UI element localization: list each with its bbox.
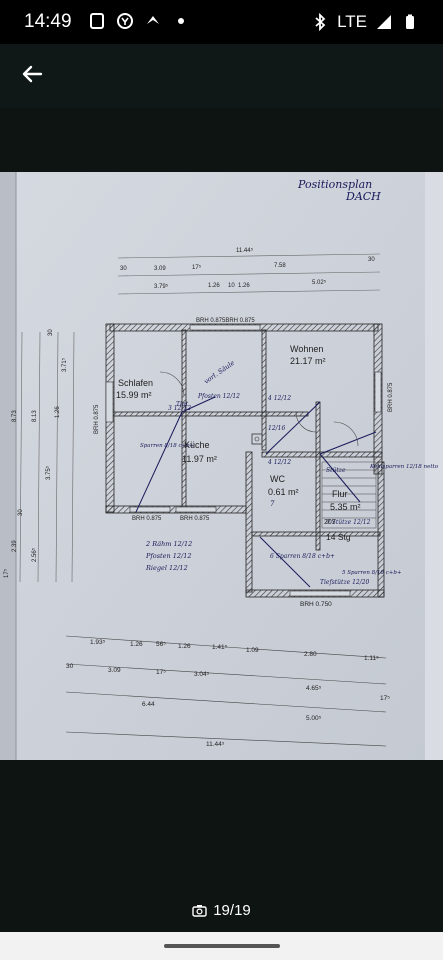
arrow-back-icon xyxy=(22,65,43,83)
annotation-riegel: Riegel 12/12 xyxy=(145,564,188,572)
dim-left-l2: 8.13 xyxy=(32,410,38,422)
room-wc-label: WC xyxy=(270,474,285,484)
dim-bottom-r2-4: 4.65⁵ xyxy=(306,685,322,692)
dim-top-d10: 5.02⁵ xyxy=(312,279,327,286)
annotation-stuetze: Stütze xyxy=(326,467,346,474)
image-counter-text: 19/19 xyxy=(213,902,251,919)
brh-bottom-right: BRH 0.750 xyxy=(300,601,332,608)
plan-header-note: Positionsplan xyxy=(297,178,372,191)
annotation-kehlsparren: Kehlsparren 12/18 netto xyxy=(369,464,439,470)
room-kueche-area: 11.97 m² xyxy=(182,454,217,464)
dim-left-l5: 3.75⁵ xyxy=(45,465,52,480)
photo-viewer-image[interactable]: Positionsplan DACH 11.44⁵ 30 3.09 17⁵ 7.… xyxy=(0,172,443,760)
dim-bottom-r1-0: 1.93⁵ xyxy=(90,639,106,646)
back-button[interactable] xyxy=(14,56,50,92)
dim-left-l7: 2.56⁵ xyxy=(31,547,38,562)
vpn-icon xyxy=(117,13,133,29)
dim-bottom-r1-5: 1.09 xyxy=(246,647,259,654)
annotation-4: 4 12/12 xyxy=(267,395,291,402)
brh-top: BRH 0.875BRH 0.875 xyxy=(196,318,255,324)
plan-header-note2: DACH xyxy=(345,190,381,203)
dim-top-d9: 1.26 xyxy=(238,283,250,289)
dim-left-l3: 3.71⁵ xyxy=(61,357,68,372)
dim-bottom-r3-0: 6.44 xyxy=(142,701,155,708)
signal-icon xyxy=(377,15,391,29)
dim-left-l4: 1.26 xyxy=(55,406,61,418)
notification-dot-icon xyxy=(178,18,184,24)
screenshot-icon xyxy=(90,13,104,29)
dim-left-l1: 8.73 xyxy=(12,410,18,422)
brh-bottom-mid: BRH 0.875 xyxy=(180,516,210,522)
annotation-pfosten-2: Pfosten 12/12 xyxy=(145,552,191,560)
dim-bottom-r1-6: 2.80 xyxy=(304,651,317,658)
room-flur-area: 5.35 m² xyxy=(330,502,361,512)
dim-bottom-r1-1: 1.26 xyxy=(130,641,143,648)
annotation-4b: 4 12/12 xyxy=(267,459,291,466)
room-kueche-label: Küche xyxy=(184,440,210,450)
image-counter: 19/19 xyxy=(0,902,443,919)
annotation-sparren-6: 6 Sparren 8/18 c+b+ xyxy=(270,553,335,560)
dim-top-total: 11.44⁵ xyxy=(236,247,254,254)
annotation-sparren-1: Sparren 8/18 c+b+ xyxy=(140,443,195,449)
dim-bottom-r2-5: 17⁵ xyxy=(380,695,390,702)
status-bar: 14:49 LTE xyxy=(0,0,443,44)
room-schlafen-label: Schlafen xyxy=(118,378,153,388)
dim-bottom-r2-1: 3.09 xyxy=(108,667,121,674)
annotation-pfosten: Pfosten 12/12 xyxy=(197,393,240,400)
dim-bottom-r1-2: 56⁵ xyxy=(156,641,166,648)
dim-bottom-r1-3: 1.26 xyxy=(178,643,191,650)
room-schlafen-area: 15.99 m² xyxy=(116,390,152,400)
dim-bottom-r2-2: 17⁵ xyxy=(156,669,166,676)
network-type: LTE xyxy=(337,12,367,31)
brh-left: BRH 0.875 xyxy=(94,404,100,434)
data-saver-icon xyxy=(147,16,159,24)
dim-top-d4: 7.58 xyxy=(274,263,286,269)
dim-left-l9: 17⁵ xyxy=(3,568,10,578)
dim-left-l10: 30 xyxy=(48,329,54,336)
camera-icon xyxy=(192,905,207,917)
dim-bottom-r2-0: 30 xyxy=(66,663,74,670)
annotation-207: 207 xyxy=(324,519,336,526)
dim-left-l8: 30 xyxy=(18,509,24,516)
room-stg-label: 14 Stg xyxy=(326,532,351,542)
dim-top-d2: 3.09 xyxy=(154,266,166,272)
home-gesture-handle[interactable] xyxy=(164,944,280,948)
dim-top-d7: 1.26 xyxy=(208,283,220,289)
bluetooth-icon xyxy=(315,13,326,31)
room-wc-area: 0.61 m² xyxy=(268,487,299,497)
annotation-raehm: 2 Rähm 12/12 xyxy=(145,540,192,548)
dim-top-d3: 17⁵ xyxy=(192,264,202,271)
brh-right: BRH 0.875 xyxy=(388,382,394,412)
room-wohnen-label: Wohnen xyxy=(290,344,323,354)
status-time: 14:49 xyxy=(24,11,72,32)
battery-icon xyxy=(406,14,414,29)
navigation-bar xyxy=(0,932,443,960)
app-bar xyxy=(0,44,443,108)
room-flur-label: Flur xyxy=(332,489,348,499)
annotation-sparren-5: 5 Sparren 8/18 c+b+ xyxy=(342,570,402,576)
dim-bottom-r3-1: 5.00⁵ xyxy=(306,715,322,722)
dim-bottom-r1-4: 1.41⁵ xyxy=(212,644,228,651)
dim-bottom-r2-3: 3.04⁵ xyxy=(194,671,210,678)
annotation-stuetze-9: 9 Stütze 12/12 xyxy=(326,519,371,526)
status-icons-right: LTE xyxy=(311,12,419,32)
dim-top-d6: 3.79⁵ xyxy=(154,283,169,290)
annotation-tiefstuetze: Tiefstütze 12/20 xyxy=(320,579,370,586)
brh-bottom-left: BRH 0.875 xyxy=(132,516,162,522)
floor-plan-drawing: Positionsplan DACH 11.44⁵ 30 3.09 17⁵ 7.… xyxy=(0,172,443,760)
dim-top-d5: 30 xyxy=(368,257,375,263)
annotation-3: 3 12/12 xyxy=(168,405,191,412)
annotation-tint: Tint xyxy=(176,401,189,408)
annotation-12-16: 12/16 xyxy=(268,425,285,432)
dim-bottom-r1-7: 1.11⁵ xyxy=(364,655,379,662)
dim-top-d8: 10 xyxy=(228,283,235,289)
annotation-7: 7 xyxy=(270,500,275,508)
dim-left-l6: 2.39 xyxy=(12,540,18,552)
room-wohnen-area: 21.17 m² xyxy=(290,356,326,366)
dim-bottom-r4-0: 11.44⁵ xyxy=(206,741,225,748)
status-icons-left xyxy=(88,12,190,30)
dim-top-d1: 30 xyxy=(120,266,127,272)
